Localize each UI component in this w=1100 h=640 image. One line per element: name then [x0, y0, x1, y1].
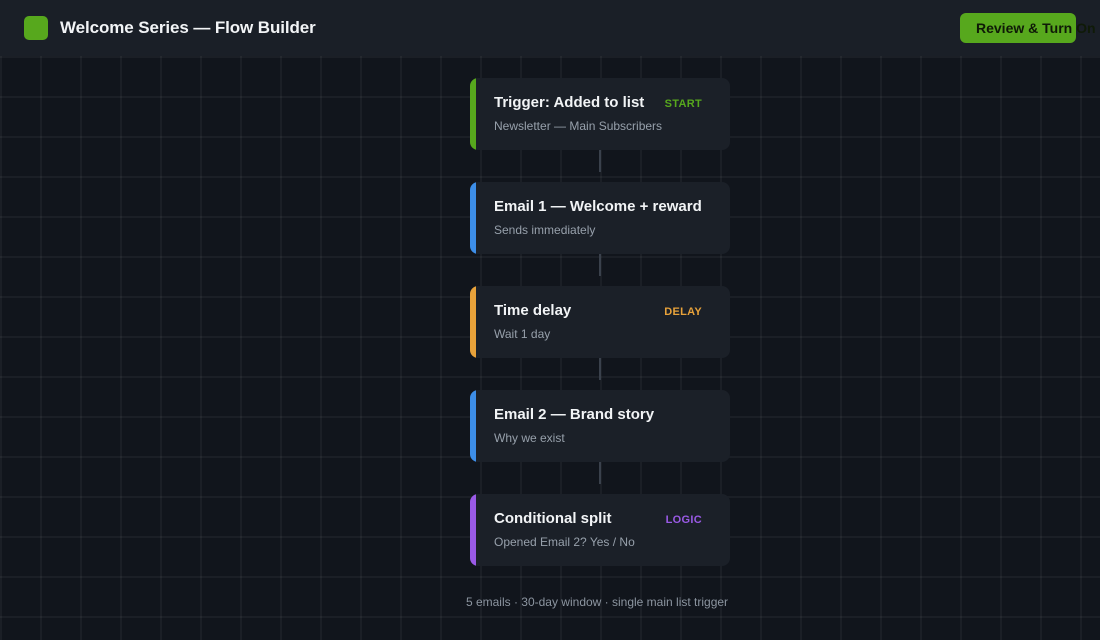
node-subtitle: Opened Email 2? Yes / No [494, 535, 635, 549]
flow-summary: 5 emails · 30-day window · single main l… [465, 595, 729, 609]
review-and-turn-on-button[interactable]: Review & Turn On [960, 13, 1096, 43]
node-title: Email 2 — Brand story [494, 406, 655, 423]
flow-connector [599, 358, 601, 380]
page-title: Welcome Series — Flow Builder [60, 18, 316, 37]
flow-node-conditional-split[interactable]: Conditional split Opened Email 2? Yes / … [470, 494, 730, 566]
node-title: Email 1 — Welcome + reward [494, 198, 702, 215]
node-accent-bar [470, 494, 476, 566]
flow-connector [599, 462, 601, 484]
node-title: Trigger: Added to list [494, 94, 645, 111]
flow-canvas[interactable]: Trigger: Added to list Newsletter — Main… [0, 56, 1100, 640]
flow-node-trigger[interactable]: Trigger: Added to list Newsletter — Main… [470, 78, 730, 150]
node-subtitle: Wait 1 day [494, 327, 551, 341]
node-subtitle: Sends immediately [494, 223, 596, 237]
node-accent-bar [470, 390, 476, 462]
node-subtitle: Newsletter — Main Subscribers [494, 119, 663, 133]
node-accent-bar [470, 286, 476, 358]
node-tag-start: START [664, 98, 702, 110]
node-tag-delay: DELAY [664, 306, 702, 318]
node-accent-bar [470, 78, 476, 150]
flow-node-time-delay[interactable]: Time delay Wait 1 day DELAY [470, 286, 730, 358]
node-subtitle: Why we exist [494, 431, 565, 445]
node-tag-logic: LOGIC [665, 514, 702, 526]
flow-connector [599, 254, 601, 276]
node-accent-bar [470, 182, 476, 254]
top-bar: Welcome Series — Flow Builder Review & T… [0, 0, 1100, 56]
app-logo-icon [24, 16, 48, 40]
node-title: Time delay [494, 302, 572, 319]
node-title: Conditional split [494, 510, 612, 527]
flow-node-email-2[interactable]: Email 2 — Brand story Why we exist [470, 390, 730, 462]
flow-node-email-1[interactable]: Email 1 — Welcome + reward Sends immedia… [470, 182, 730, 254]
flow-connector [599, 150, 601, 172]
